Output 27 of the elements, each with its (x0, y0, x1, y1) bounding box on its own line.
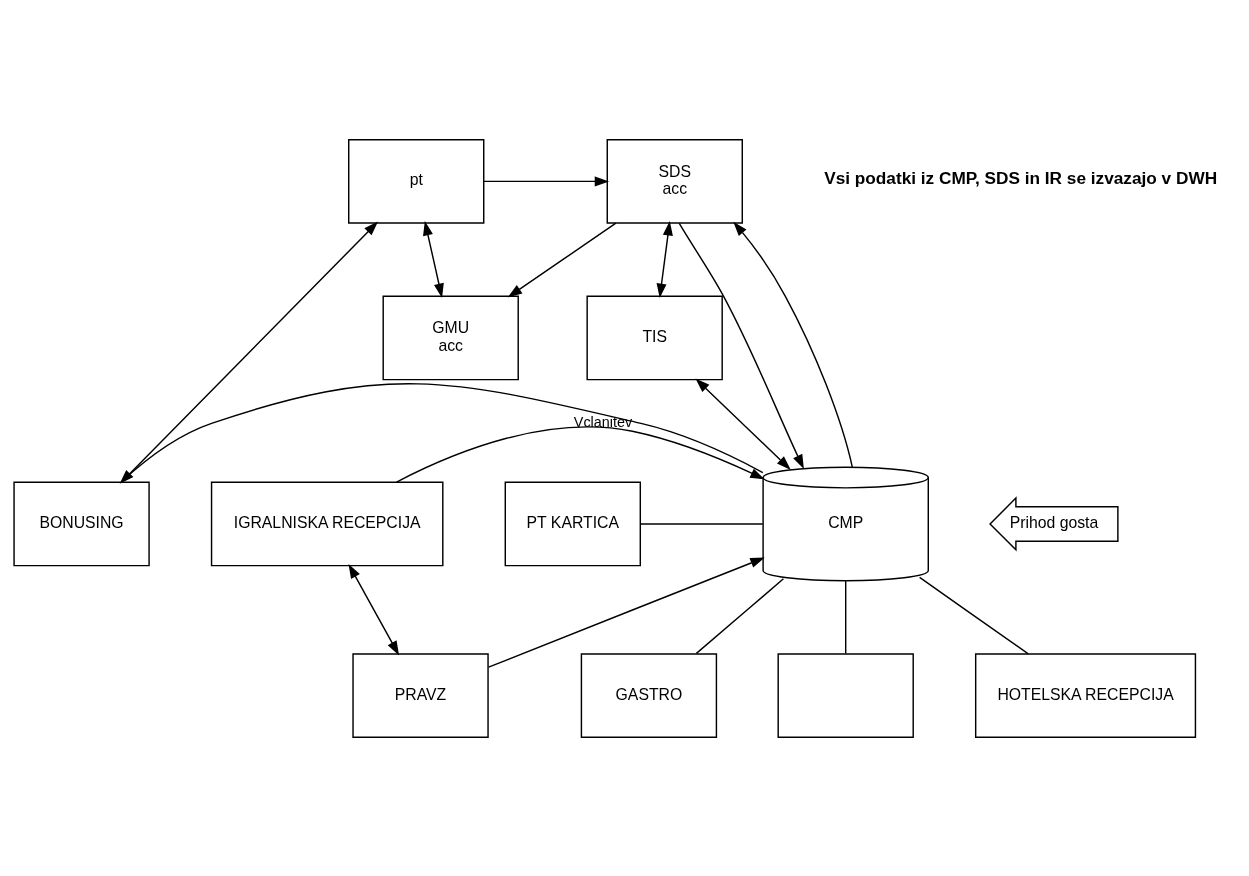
node-box: IGRALNISKA RECEPCIJA (210, 481, 444, 566)
arrow (656, 220, 673, 298)
connector (918, 576, 1029, 655)
arrow (423, 220, 444, 298)
label: Vsi podatki iz CMP, SDS in IR se izvazajo v DWH (824, 167, 1218, 188)
node-box (777, 652, 914, 738)
node-box: BONUSING (13, 481, 150, 566)
arrow (507, 222, 617, 297)
edge-label: Vclanitev (573, 413, 633, 430)
arrow (695, 378, 791, 470)
connector (639, 522, 764, 525)
node-box: pt (348, 138, 485, 224)
node-box: SDS acc (606, 138, 743, 224)
connector (695, 577, 785, 654)
node-box: GMU acc (382, 295, 519, 380)
node-box: HOTELSKA RECEPCIJA (974, 652, 1197, 738)
arrow (483, 175, 610, 186)
node-box: TIS (586, 295, 723, 380)
arrow (348, 563, 400, 655)
node-box: PRAVZ (352, 652, 489, 738)
connector (844, 579, 847, 654)
arrow (733, 221, 853, 468)
node-box: PT KARTICA (504, 481, 641, 566)
arrow (678, 222, 804, 469)
arrow (487, 557, 765, 668)
arrow (395, 425, 765, 483)
node-box: GASTRO (580, 652, 718, 738)
